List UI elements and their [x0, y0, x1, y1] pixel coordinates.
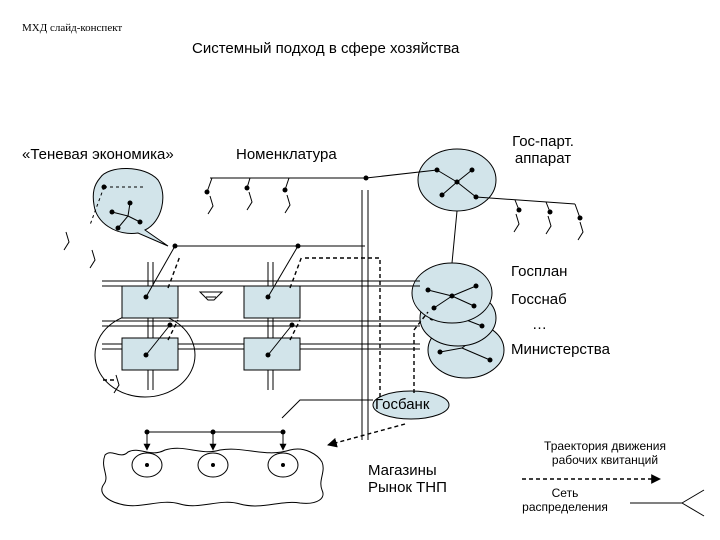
enterprise-grid — [102, 262, 420, 390]
market-line: Рынок ТНП — [368, 479, 447, 497]
source-label: МХД слайд-конспект — [22, 22, 123, 34]
shops-line: Магазины — [368, 462, 437, 479]
ministries-label: Министерства — [511, 341, 610, 358]
nomenclature-label: Номенклатура — [236, 146, 337, 163]
gosplan-label: Госплан — [511, 263, 568, 280]
shops-market-label: Магазины Рынок ТНП — [368, 462, 447, 497]
ellipsis-label: … — [532, 316, 547, 333]
party-apparatus-line2: аппарат — [514, 150, 572, 168]
person-icons — [63, 191, 584, 394]
gossnab-label: Госснаб — [511, 291, 567, 308]
legend-network-line2: распределения — [522, 499, 608, 514]
legend-trajectory-line1: Траектория движения — [544, 439, 666, 453]
legend-network-mark — [630, 489, 705, 517]
party-apparatus-hangers — [475, 196, 583, 221]
trap-icon — [198, 291, 224, 301]
gosbank-link — [281, 399, 373, 419]
enterprise-boxes — [121, 285, 301, 371]
legend-trajectory-label: Траектория движения рабочих квитанций — [530, 439, 680, 468]
shadow-economy-label: «Теневая экономика» — [22, 146, 174, 163]
party-apparatus-line1: Гос-парт. — [512, 133, 574, 150]
gosplan-node — [411, 262, 493, 324]
legend-network-line1: Сеть — [551, 486, 579, 500]
distribution-network — [131, 429, 299, 478]
legend-network-label: Сеть распределения — [510, 486, 620, 515]
shadow-economy-node — [89, 168, 169, 247]
legend-trajectory-line2: рабочих квитанций — [551, 452, 659, 467]
market-ground-outline — [101, 447, 324, 507]
receipt-trajectories — [100, 255, 429, 448]
gosbank-label: Госбанк — [375, 396, 430, 413]
nomenclature-network — [204, 169, 438, 195]
party-apparatus-label: Гос-парт. аппарат — [498, 133, 588, 168]
page-title: Системный подход в сфере хозяйства — [192, 40, 460, 57]
enterprise-flows — [143, 243, 365, 358]
party-apparatus-node — [417, 148, 497, 212]
gosbank-node — [372, 390, 450, 420]
